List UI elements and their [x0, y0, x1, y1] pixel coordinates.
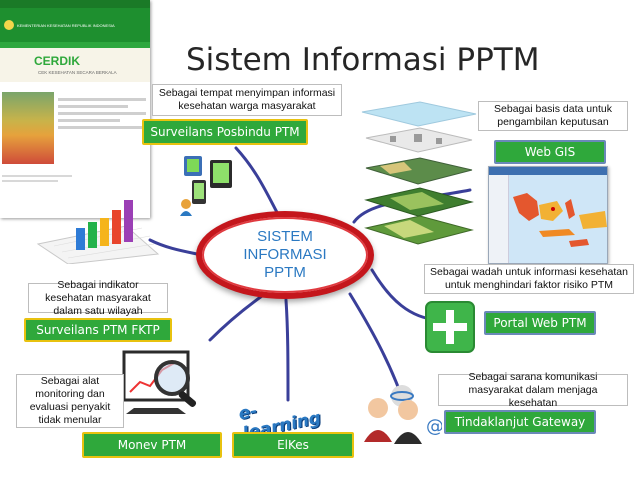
kemenkes-logo-icon: [4, 20, 14, 30]
magnifier-chart-icon: [120, 348, 206, 418]
website-text-panel: [58, 94, 146, 162]
gateway-note: Sebagai sarana komunikasi masyarakat dal…: [438, 371, 628, 409]
webgis-note: Sebagai basis data untuk pengambilan kep…: [478, 101, 628, 131]
website-header-band: KEMENTERIAN KESEHATAN REPUBLIK INDONESIA: [0, 8, 150, 42]
svg-text:@: @: [426, 416, 442, 437]
gis-layers-icon: [360, 100, 478, 246]
gis-map-screenshot: [488, 166, 608, 264]
center-line-3: PPTM: [264, 264, 306, 281]
elearning-icon: e-learning: [237, 396, 323, 444]
website-footer-lines: [2, 172, 72, 185]
website-screenshot: KEMENTERIAN KESEHATAN REPUBLIK INDONESIA…: [0, 0, 150, 218]
center-line-1: SISTEM: [257, 228, 313, 245]
connector-posbindu: [234, 146, 282, 220]
indonesia-map-icon: [509, 175, 607, 263]
website-banner-tagline: CEK KESEHATAN SECARA BERKALA: [38, 70, 117, 75]
monev-note: Sebagai alat monitoring dan evaluasi pen…: [16, 374, 124, 428]
website-photo: [2, 92, 54, 164]
connector-elkes: [284, 298, 290, 402]
fktp-label: Surveilans PTM FKTP: [24, 318, 172, 342]
gis-map-sidebar: [489, 175, 509, 263]
connector-gateway: [348, 292, 402, 394]
website-banner-title: CERDIK: [34, 54, 81, 68]
fktp-note: Sebagai indikator kesehatan masyarakat d…: [28, 279, 168, 317]
monev-label: Monev PTM: [82, 432, 222, 458]
portal-note: Sebagai wadah untuk informasi kesehatan …: [424, 264, 634, 294]
gateway-label: Tindaklanjut Gateway: [444, 410, 596, 434]
posbindu-note: Sebagai tempat menyimpan informasi keseh…: [152, 84, 342, 116]
center-hub: SISTEM INFORMASI PPTM: [196, 211, 374, 299]
website-header-text: KEMENTERIAN KESEHATAN REPUBLIK INDONESIA: [17, 22, 115, 28]
posbindu-label: Surveilans Posbindu PTM: [142, 119, 308, 145]
website-menu-bar: [0, 42, 150, 48]
website-top-bar: [0, 0, 150, 8]
plus-icon: [424, 300, 476, 354]
center-line-2: INFORMASI: [243, 246, 327, 263]
gis-map-header: [489, 167, 607, 175]
bar-chart-icon: [34, 196, 160, 265]
webgis-label: Web GIS: [494, 140, 606, 164]
people-icon: @: [360, 382, 444, 444]
elkes-label: ElKes: [232, 432, 354, 458]
connector-monev: [208, 294, 264, 342]
portal-label: Portal Web PTM: [484, 311, 596, 335]
page-title: Sistem Informasi PPTM: [186, 42, 540, 78]
website-banner: CERDIK CEK KESEHATAN SECARA BERKALA: [0, 48, 150, 82]
devices-icon: [178, 150, 242, 218]
